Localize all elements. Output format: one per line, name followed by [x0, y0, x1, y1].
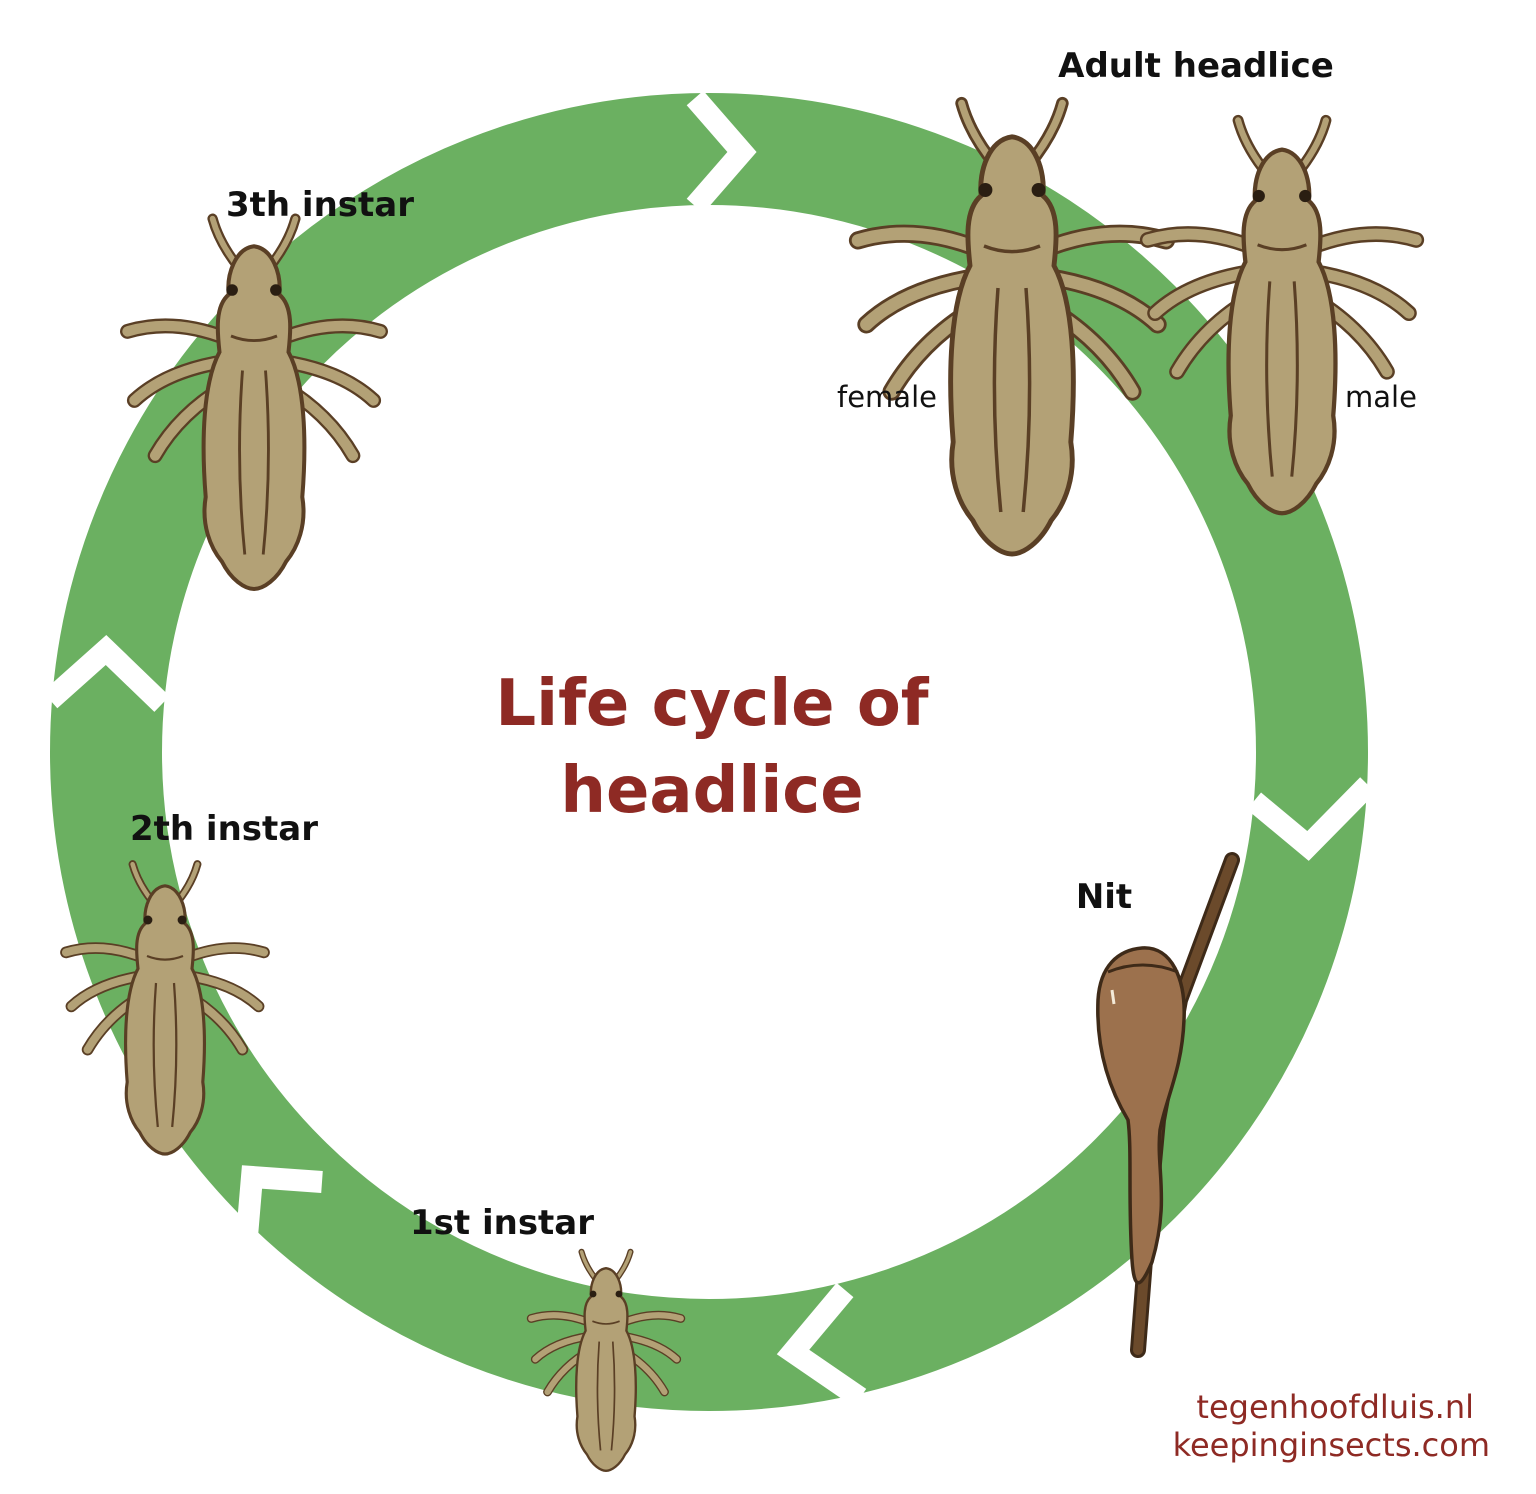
- title-line-2: headlice: [560, 754, 863, 828]
- title-line-1: Life cycle of: [495, 667, 929, 741]
- credit-line-1: tegenhoofdluis.nl: [1196, 1388, 1474, 1426]
- credit-line-2: keepinginsects.com: [1173, 1426, 1490, 1464]
- label-first-instar: 1st instar: [410, 1203, 594, 1243]
- cycle-arrow-ring: [42, 90, 1376, 1411]
- label-nit: Nit: [1076, 877, 1132, 917]
- nit-egg-on-hair: [1096, 852, 1240, 1358]
- label-male: male: [1345, 380, 1417, 414]
- label-third-instar: 3th instar: [226, 185, 414, 225]
- label-second-instar: 2th instar: [130, 809, 318, 849]
- label-adult-headlice: Adult headlice: [1058, 46, 1334, 86]
- label-female: female: [837, 380, 937, 414]
